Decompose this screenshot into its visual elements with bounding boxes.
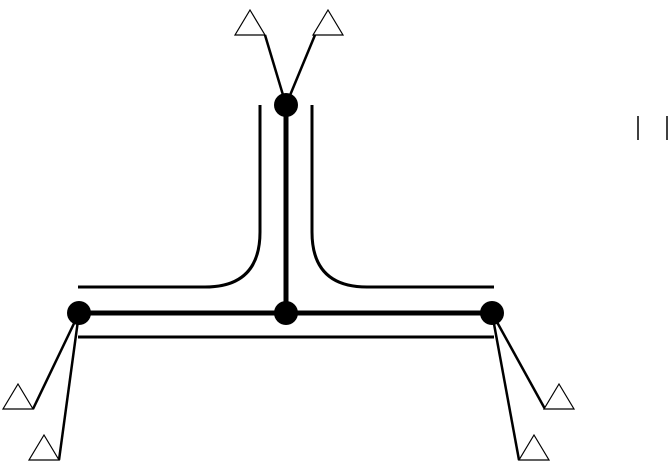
support-triangle-icon [233,8,267,36]
support-triangle-icon [542,382,576,410]
cable-top-right [284,34,317,106]
outline-upper-left [78,105,262,289]
nodes [67,93,504,325]
outline-upper-right [310,105,494,289]
support-cables [31,34,547,461]
edge-marks [637,116,668,140]
cable-top-left [263,34,288,106]
support-triangle-icon [1,382,35,410]
cable-right-upper [490,312,547,410]
supports [1,8,576,461]
support-triangle-icon [27,433,61,461]
cable-left-upper [31,312,81,410]
node-left [67,301,91,325]
support-triangle-icon [311,8,345,36]
members [76,102,495,316]
node-center [274,301,298,325]
cable-left-lower [57,312,81,461]
cable-right-lower [490,312,521,461]
node-top [274,93,298,117]
node-right [480,301,504,325]
channel-outline [78,105,494,339]
support-triangle-icon [517,433,551,461]
